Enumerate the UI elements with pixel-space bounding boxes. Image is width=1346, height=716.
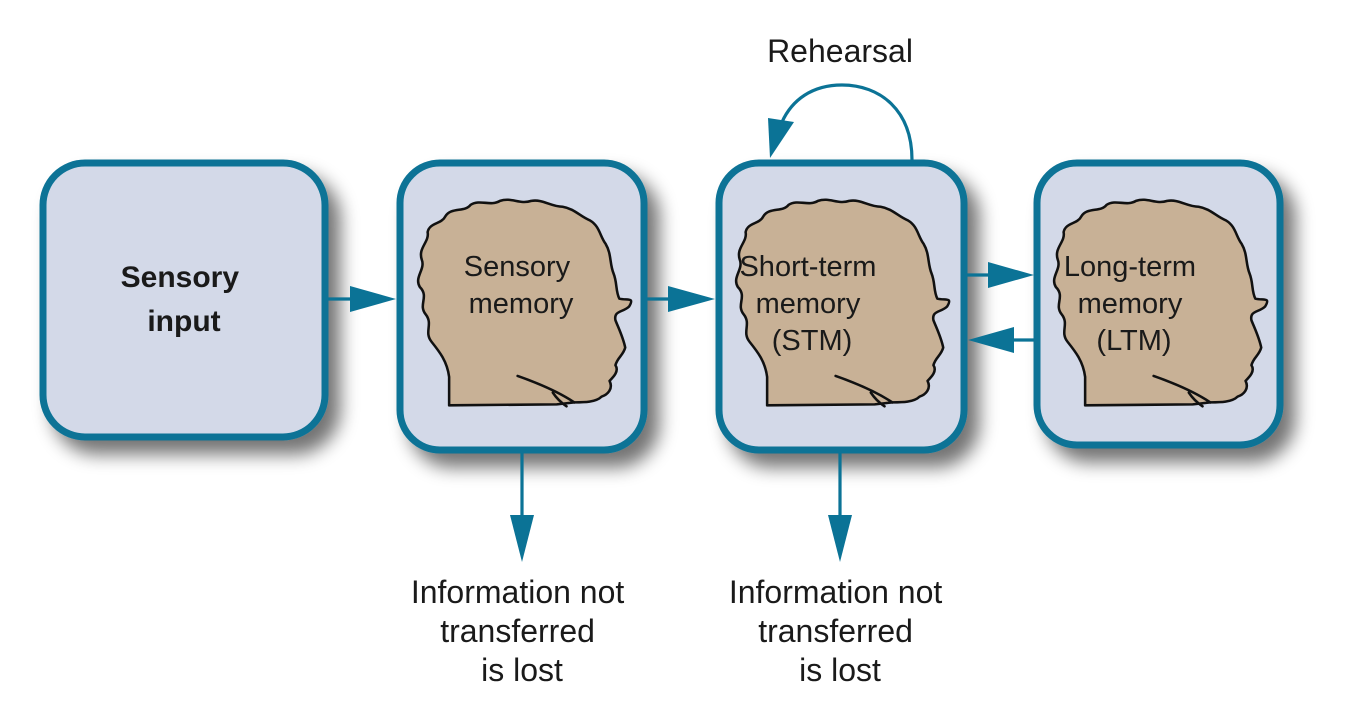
- label-line: Short-term: [739, 251, 876, 283]
- arrowhead-right-icon: [350, 286, 396, 312]
- label-line: transferred: [440, 613, 595, 649]
- label-line: is lost: [481, 652, 563, 688]
- label-line: Information not: [729, 574, 943, 610]
- sensory-memory-label: Sensory memory: [464, 251, 578, 320]
- arrowhead-left-icon: [968, 327, 1014, 353]
- label-line: (LTM): [1096, 325, 1171, 357]
- arrow-ltm-to-stm: [968, 327, 1034, 353]
- lost-label-stm: Information not transferred is lost: [729, 574, 951, 688]
- label-line: Sensory: [464, 251, 571, 283]
- arrowhead-down-icon: [510, 515, 534, 562]
- arrowhead-curved-icon: [768, 118, 794, 158]
- arrow-stm-to-ltm: [967, 262, 1034, 288]
- short-term-memory-label: Short-term memory (STM): [739, 251, 884, 357]
- rehearsal-label: Rehearsal: [767, 33, 913, 69]
- label-line: memory: [469, 288, 574, 320]
- label-line: Information not: [411, 574, 625, 610]
- rehearsal-loop-arrow: [768, 83, 914, 161]
- label-line: memory: [756, 288, 861, 320]
- label-line: memory: [1078, 288, 1183, 320]
- label-line: input: [147, 305, 220, 338]
- arrow-stm-to-lost: [828, 453, 852, 562]
- label-line: (STM): [772, 325, 853, 357]
- node-sensory-input: [39, 159, 329, 441]
- arrow-sensory-to-stm: [647, 286, 715, 312]
- long-term-memory-label: Long-term memory (LTM): [1064, 251, 1204, 357]
- label-line: Sensory: [121, 261, 240, 294]
- sensory-input-label: Sensory input: [121, 261, 248, 338]
- label-line: Long-term: [1064, 251, 1196, 283]
- sensory-input-box: [39, 159, 329, 441]
- label-line: is lost: [799, 652, 881, 688]
- arrowhead-down-icon: [828, 515, 852, 562]
- arrowhead-right-icon: [988, 262, 1034, 288]
- arrowhead-right-icon: [668, 286, 715, 312]
- arrow-input-to-sensory: [328, 286, 396, 312]
- label-line: transferred: [758, 613, 913, 649]
- arrow-sensory-to-lost: [510, 453, 534, 562]
- lost-label-sensory: Information not transferred is lost: [411, 574, 633, 688]
